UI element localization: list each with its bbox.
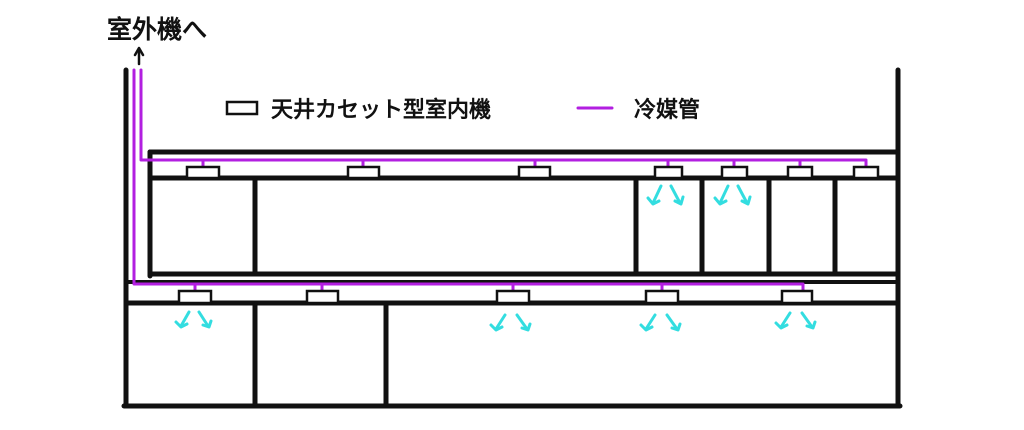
arrow-up-icon <box>133 46 145 66</box>
ceiling-cassette-unit-icon <box>644 289 680 305</box>
ceiling-cassette-unit-icon <box>305 289 340 305</box>
airflow-arrow-icon <box>489 313 532 332</box>
ceiling-cassette-unit-icon <box>495 289 531 305</box>
legend: 天井カセット型室内機 冷媒管 <box>225 97 700 123</box>
building-structure <box>121 67 903 409</box>
legend-indoor-unit-label: 天井カセット型室内機 <box>271 97 491 123</box>
ceiling-cassette-unit-icon <box>177 289 213 305</box>
ceiling-cassette-unit-icon <box>517 165 552 180</box>
upper-floor-units <box>185 165 880 180</box>
ceiling-cassette-unit-icon <box>780 289 814 305</box>
lower-floor-units <box>177 289 814 305</box>
airflow-arrow-icon <box>639 313 682 332</box>
lower-pipe-run <box>132 68 805 294</box>
ceiling-cassette-unit-icon <box>852 165 880 180</box>
airflow-arrow-icon <box>646 184 685 206</box>
airflow-arrow-icon <box>174 310 213 329</box>
airflow-group <box>174 184 817 332</box>
ceiling-cassette-unit-icon <box>653 165 684 180</box>
ceiling-cassette-unit-icon <box>185 165 221 180</box>
ceiling-cassette-unit-icon <box>346 165 381 180</box>
legend-refrigerant-pipe-label: 冷媒管 <box>634 97 700 123</box>
ceiling-cassette-unit-icon <box>720 165 749 180</box>
airflow-arrow-icon <box>713 184 752 206</box>
legend-unit-icon <box>225 100 259 116</box>
outdoor-unit-label: 室外機へ <box>107 15 207 44</box>
airflow-arrow-icon <box>774 311 817 330</box>
upper-pipe-run <box>139 68 868 170</box>
ceiling-cassette-unit-icon <box>786 165 814 180</box>
